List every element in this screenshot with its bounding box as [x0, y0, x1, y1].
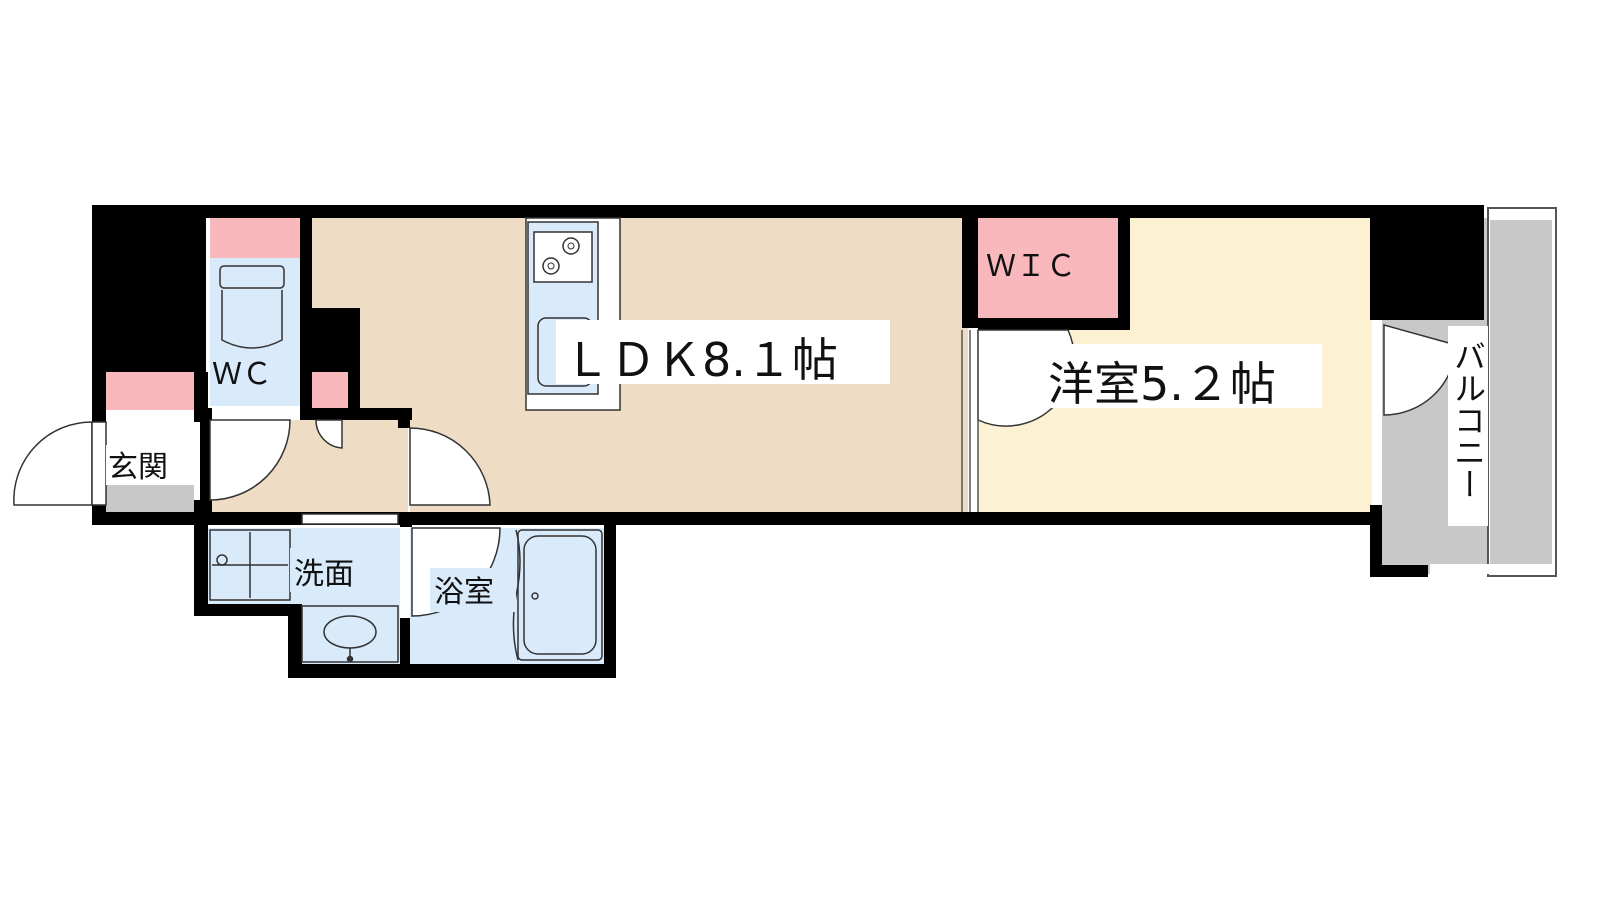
wic-label: ＷＩＣ: [986, 249, 1076, 284]
bathroom-label-group: 浴室: [430, 568, 516, 612]
ldk-partition-door: [961, 330, 979, 512]
bedroom-label-group: 洋室5.２帖: [1044, 344, 1322, 411]
sink-icon: [301, 605, 399, 663]
wc-floor: [210, 258, 300, 406]
closet-storage: [312, 372, 348, 408]
wc-label: ＷＣ: [212, 357, 272, 392]
balcony-rail-inner: [1490, 220, 1552, 566]
ldk-label-group: ＬＤＫ8.１帖: [556, 320, 890, 387]
entrance-label-group: 玄関: [106, 445, 192, 485]
wc-storage: [210, 218, 300, 258]
bathroom-label: 浴室: [434, 575, 494, 610]
balcony-label: バルコニー: [1449, 340, 1487, 500]
washroom-label-group: 洗面: [290, 548, 378, 592]
entrance-floor: [106, 485, 194, 515]
entrance-label: 玄関: [108, 450, 168, 485]
ldk-label: ＬＤＫ8.１帖: [564, 333, 838, 387]
walls: [92, 205, 1484, 678]
balcony-label-group: バルコニー: [1448, 326, 1488, 526]
stove-icon: [533, 231, 593, 283]
washing-machine-icon: [209, 529, 291, 601]
entrance-storage: [106, 372, 194, 410]
toilet-icon: [219, 265, 285, 349]
wic-floor: [978, 218, 1128, 318]
bedroom-label: 洋室5.２帖: [1048, 357, 1276, 411]
washroom-label: 洗面: [294, 557, 354, 592]
balcony-rail-line: [1430, 564, 1554, 574]
